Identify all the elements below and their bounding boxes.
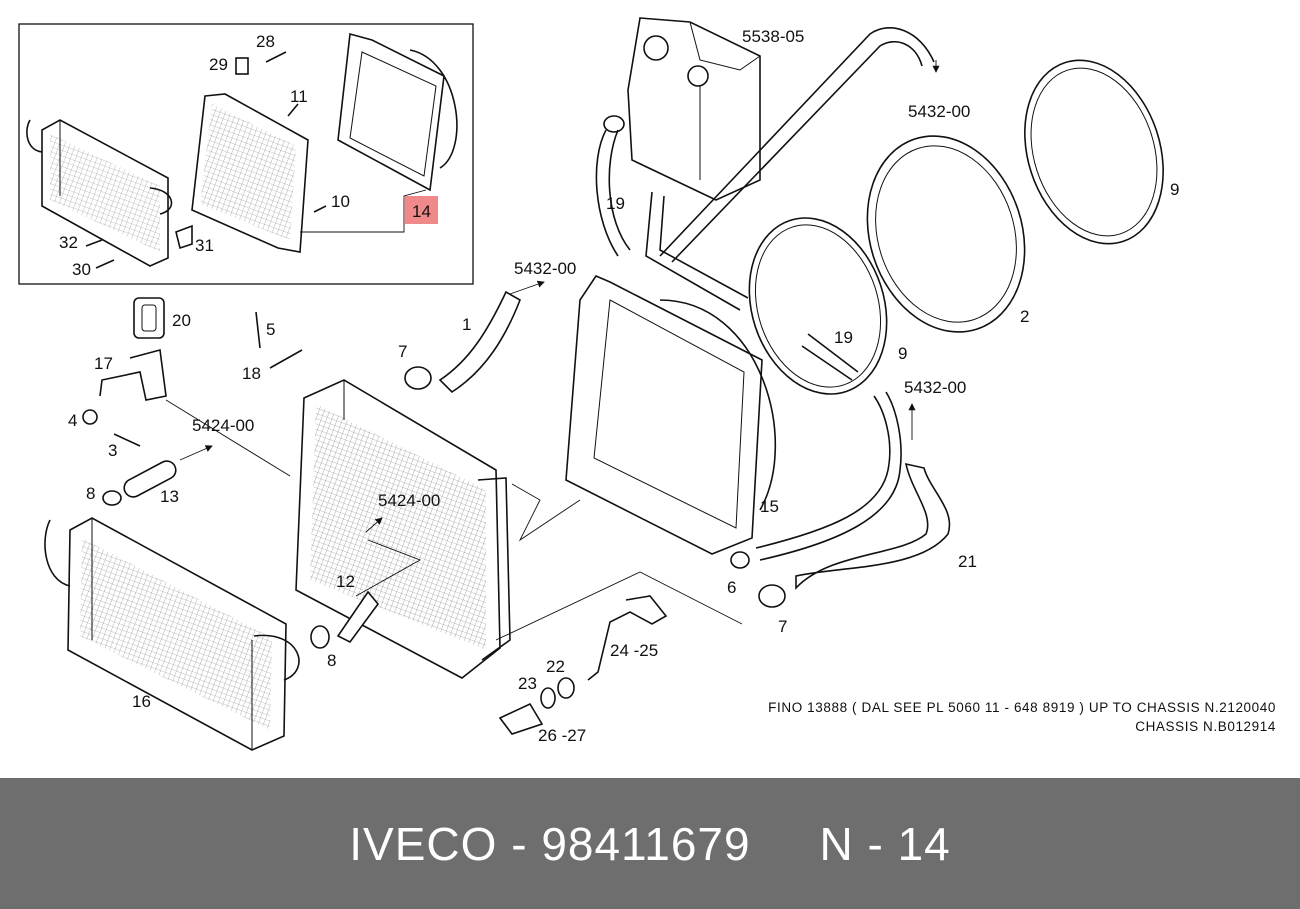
label-8a: 8 (86, 484, 95, 503)
bracket-17 (99, 348, 167, 401)
vent-hose (659, 27, 935, 257)
code-5432-00-mid: 5432-00 (514, 259, 576, 278)
label-29: 29 (209, 55, 228, 74)
fan-shroud-15 (565, 275, 777, 555)
clamp-7b (758, 584, 786, 608)
inset-bolt-28 (265, 51, 287, 63)
shroud-ring-2 (866, 135, 1026, 333)
code-5432-00-right: 5432-00 (904, 378, 966, 397)
label-20: 20 (172, 311, 191, 330)
label-9b: 9 (1170, 180, 1179, 199)
label-26-27: 26 -27 (538, 726, 586, 745)
label-32: 32 (59, 233, 78, 252)
hose-tank-outlet (645, 191, 749, 311)
diagram-section: N - 14 (819, 817, 951, 870)
label-6: 6 (727, 578, 736, 597)
inset-bolt-32 (85, 239, 103, 247)
label-16: 16 (132, 692, 151, 711)
label-5: 5 (266, 320, 275, 339)
inset-bolt-11 (287, 103, 299, 117)
inset-bracket-31 (175, 224, 193, 250)
washer-23 (540, 687, 556, 709)
stud-5 (255, 311, 261, 349)
label-3: 3 (108, 441, 117, 460)
applicability-note-line1: FINO 13888 ( DAL SEE PL 5060 11 - 648 89… (768, 700, 1276, 715)
part-number: 98411679 (541, 817, 751, 870)
label-19b: 19 (834, 328, 853, 347)
label-11: 11 (290, 87, 308, 106)
ring-9a (748, 217, 888, 395)
nut-22 (557, 677, 575, 699)
radiator (295, 379, 511, 679)
hose-1 (438, 290, 521, 394)
inset-bolt-30 (95, 259, 115, 269)
bracket-26 (498, 702, 544, 735)
parts-diagram: 28 29 11 10 14 32 31 30 (18, 17, 1276, 751)
label-1: 1 (462, 315, 471, 334)
hose-19a (595, 129, 631, 257)
inset-bolt-10 (313, 205, 327, 213)
bolt-3 (113, 433, 141, 447)
label-22: 22 (546, 657, 565, 676)
label-17: 17 (94, 354, 113, 373)
label-21: 21 (958, 552, 977, 571)
inset-frame (18, 23, 474, 285)
clamp-8a (102, 490, 122, 506)
label-13: 13 (160, 487, 179, 506)
brand-name: IVECO (349, 817, 498, 870)
label-19a: 19 (606, 194, 625, 213)
inset-intercooler (26, 119, 173, 267)
code-5432-00-top: 5432-00 (908, 102, 970, 121)
clamp-8b (310, 625, 330, 649)
label-2: 2 (1020, 307, 1029, 326)
label-18: 18 (242, 364, 261, 383)
label-15: 15 (760, 497, 779, 516)
bolt-18 (269, 349, 303, 369)
hose-13 (123, 460, 177, 498)
applicability-note-line2: CHASSIS N.B012914 (1135, 719, 1276, 734)
hose-12 (336, 590, 380, 644)
label-10: 10 (331, 192, 350, 211)
part-caption-bar: IVECO - 98411679 N - 14 (0, 778, 1300, 909)
label-4: 4 (68, 411, 77, 430)
intercooler-16 (44, 517, 300, 751)
code-5538-05: 5538-05 (742, 27, 804, 46)
clamp-7a (404, 366, 432, 390)
label-24-25: 24 -25 (610, 641, 658, 660)
label-31: 31 (195, 236, 214, 255)
label-7a: 7 (398, 342, 407, 361)
label-30: 30 (72, 260, 91, 279)
caption-separator: - (497, 817, 542, 870)
label-12: 12 (336, 572, 355, 591)
label-23: 23 (518, 674, 537, 693)
clamp-6 (730, 551, 750, 569)
ring-9b (1024, 59, 1164, 245)
expansion-tank (627, 17, 761, 201)
label-28: 28 (256, 32, 275, 51)
inset-radiator (191, 93, 309, 253)
caption-gap (751, 817, 820, 871)
highlight-14 (405, 196, 438, 224)
hose-19b (801, 333, 859, 381)
code-5424-00-center: 5424-00 (378, 491, 440, 510)
label-9a: 9 (898, 344, 907, 363)
sensor-bracket-24 (587, 595, 668, 681)
hose-21 (795, 462, 951, 591)
inset-bracket-29 (235, 57, 249, 75)
label-8b: 8 (327, 651, 336, 670)
code-5424-00-left: 5424-00 (192, 416, 254, 435)
nut-4 (82, 409, 98, 425)
rubber-mount-20 (133, 297, 165, 339)
hose-lower (755, 391, 902, 561)
label-14: 14 (412, 202, 431, 221)
label-7b: 7 (778, 617, 787, 636)
inset-fan-shroud (337, 32, 458, 192)
